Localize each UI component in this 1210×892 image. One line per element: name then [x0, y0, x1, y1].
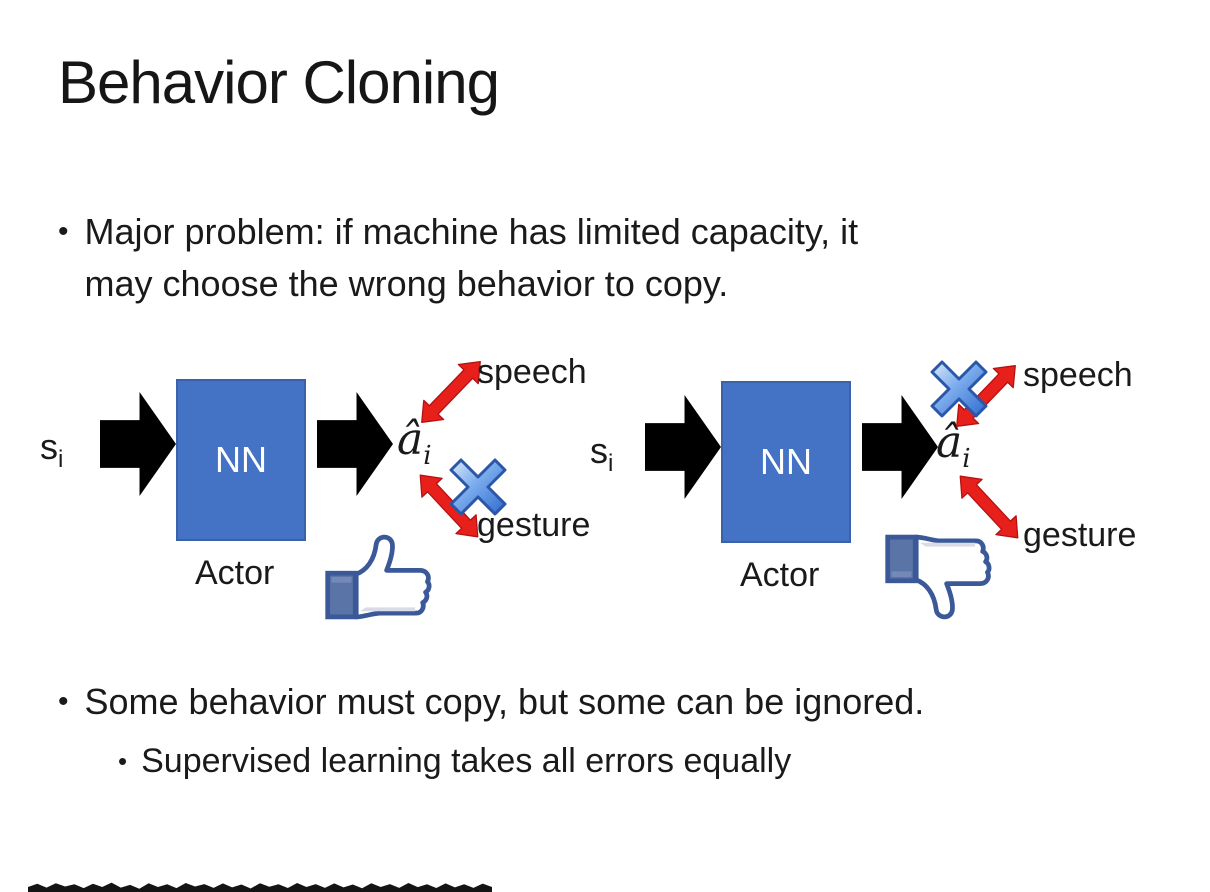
speech-doublearrow-icon — [421, 361, 481, 423]
bullet-some-behavior-text: Some behavior must copy, but some can be… — [84, 681, 925, 722]
speech-label: speech — [1023, 356, 1133, 394]
gesture-doublearrow-icon — [419, 474, 479, 538]
gesture-doublearrow-icon — [959, 475, 1019, 539]
sub-bullet-supervised: • Supervised learning takes all errors e… — [118, 738, 791, 784]
input-arrow-icon — [100, 392, 176, 496]
slide-title: Behavior Cloning — [58, 49, 500, 116]
gesture-label: gesture — [477, 506, 591, 544]
cross-out-icon — [449, 458, 507, 516]
input-arrow-icon — [645, 395, 721, 499]
sub-bullet-supervised-text: Supervised learning takes all errors equ… — [141, 742, 792, 780]
state-label: si — [40, 426, 64, 474]
bullet-major-problem: • Major problem: if machine has limited … — [58, 206, 858, 310]
thumbs-up-icon — [325, 534, 432, 620]
actor-label: Actor — [195, 554, 275, 592]
bullet-some-behavior: • Some behavior must copy, but some can … — [58, 676, 924, 728]
bullet-marker: • — [58, 685, 69, 718]
state-label: si — [590, 430, 614, 478]
cross-out-icon — [930, 360, 988, 418]
actor-label: Actor — [740, 556, 820, 594]
bullet-line-1: Major problem: if machine has limited ca… — [84, 211, 859, 252]
thumbs-down-icon — [885, 534, 992, 620]
output-arrow-icon — [317, 392, 393, 496]
gesture-label: gesture — [1023, 516, 1137, 554]
action-label: âi — [397, 414, 432, 471]
bullet-line-2: may choose the wrong behavior to copy. — [84, 263, 729, 304]
bullet-marker: • — [118, 746, 128, 776]
nn-label: NN — [215, 439, 267, 480]
bullet-marker: • — [58, 215, 69, 248]
speech-label: speech — [477, 353, 587, 391]
nn-box: NN — [721, 381, 851, 543]
nn-box: NN — [176, 379, 306, 541]
clipped-text-artifact — [28, 882, 492, 892]
bullet-major-problem-text: Major problem: if machine has limited ca… — [85, 206, 859, 310]
nn-label: NN — [760, 441, 812, 482]
